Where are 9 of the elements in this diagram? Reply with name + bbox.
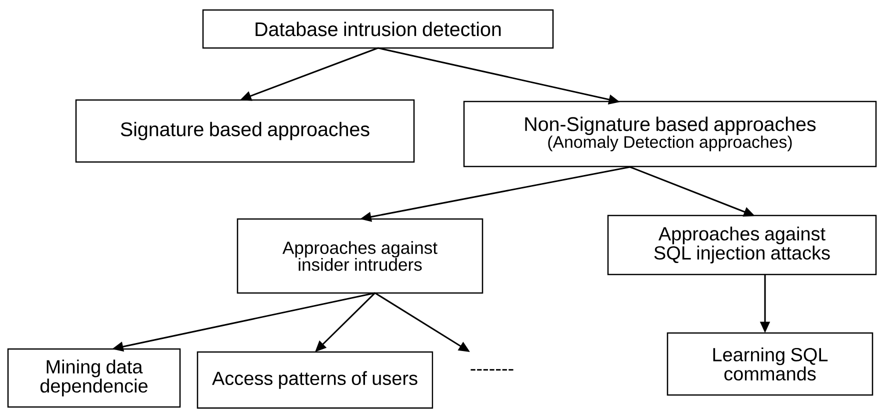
process-box: Non-Signature based approaches (Anomaly Detection approaches) <box>463 100 877 168</box>
process-box: Approaches against SQL injection attacks <box>607 214 877 276</box>
process-box: Learning SQL commands <box>666 332 874 396</box>
process-box: Database intrusion detection <box>202 9 554 49</box>
ellipsis-text: ------- <box>470 369 514 371</box>
process-box: Approaches against insider intruders <box>236 218 484 294</box>
process-box: Signature based approaches <box>75 99 415 163</box>
process-box: Mining data dependencie <box>7 348 181 408</box>
process-box: Access patterns of users <box>196 351 434 409</box>
